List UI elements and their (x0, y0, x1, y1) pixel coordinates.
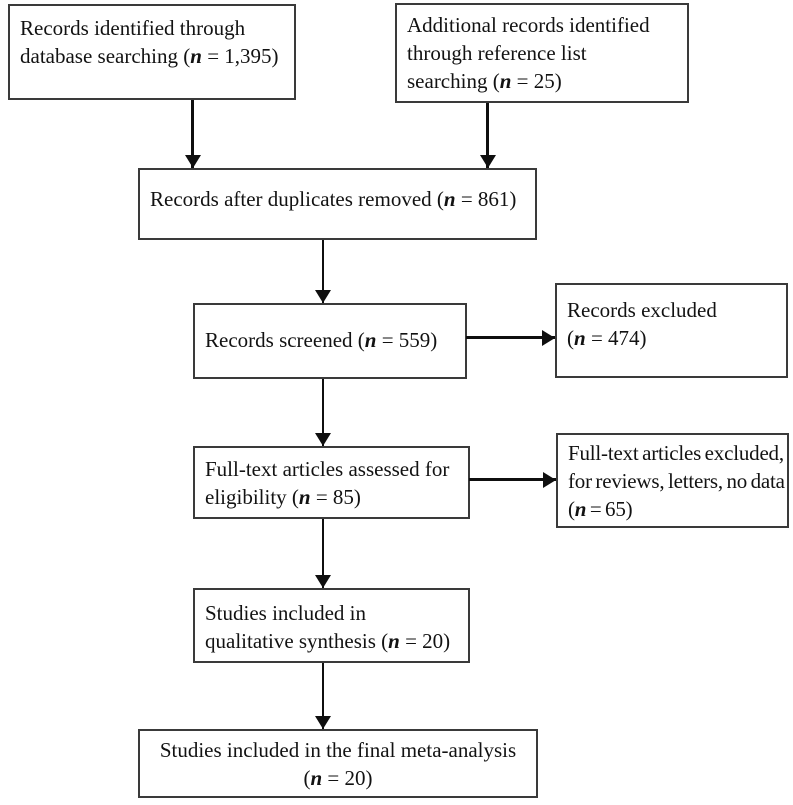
box-records-excluded: Records excluded (n = 474) (555, 283, 788, 378)
box-qualitative-synthesis: Studies included in qualitative synthesi… (193, 588, 470, 663)
arrow-fulltext-to-qualitative (322, 519, 324, 588)
box-duplicates-removed: Records after duplicates removed (n = 86… (138, 168, 537, 240)
box-additional-records: Additional records identified through re… (395, 3, 689, 103)
arrow-screened-to-excluded (466, 336, 555, 339)
arrow-fulltext-to-excluded (469, 478, 556, 481)
box-fulltext-assessed: Full-text articles assessed for eligibil… (193, 446, 470, 519)
box-records-identified: Records identified through database sear… (8, 4, 296, 100)
box-meta-analysis: Studies included in the final meta-analy… (138, 729, 538, 798)
box-fulltext-excluded: Full-text articles excluded, for reviews… (556, 433, 789, 528)
arrow-screened-to-fulltext (322, 379, 324, 446)
arrow-identified-to-duplicates (191, 100, 194, 168)
arrow-duplicates-to-screened (322, 240, 324, 303)
arrow-qualitative-to-meta (322, 663, 324, 729)
box-records-screened: Records screened (n = 559) (193, 303, 467, 379)
arrow-additional-to-duplicates (486, 103, 489, 168)
